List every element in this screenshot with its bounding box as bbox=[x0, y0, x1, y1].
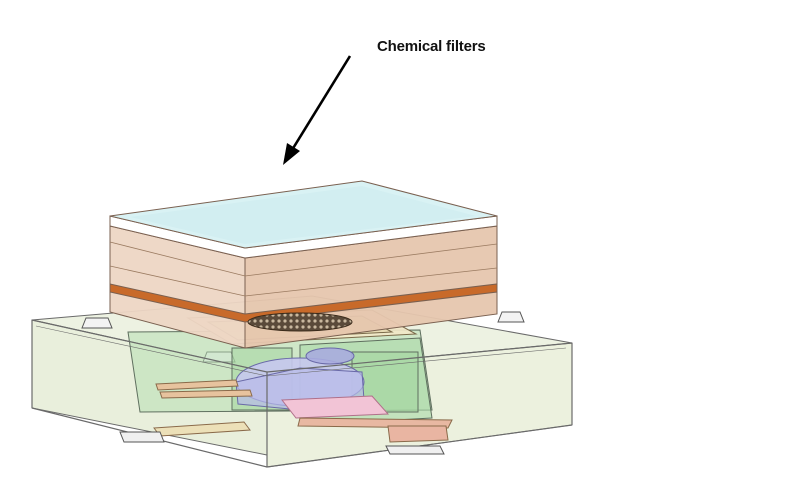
support-rails bbox=[153, 379, 453, 443]
chemical-filters-label: Chemical filters bbox=[377, 38, 486, 55]
inlet-grille bbox=[247, 312, 353, 332]
base-housing-front bbox=[31, 319, 573, 468]
callout-arrow bbox=[283, 55, 352, 165]
base-plate bbox=[281, 395, 390, 419]
housing-feet bbox=[119, 431, 445, 455]
